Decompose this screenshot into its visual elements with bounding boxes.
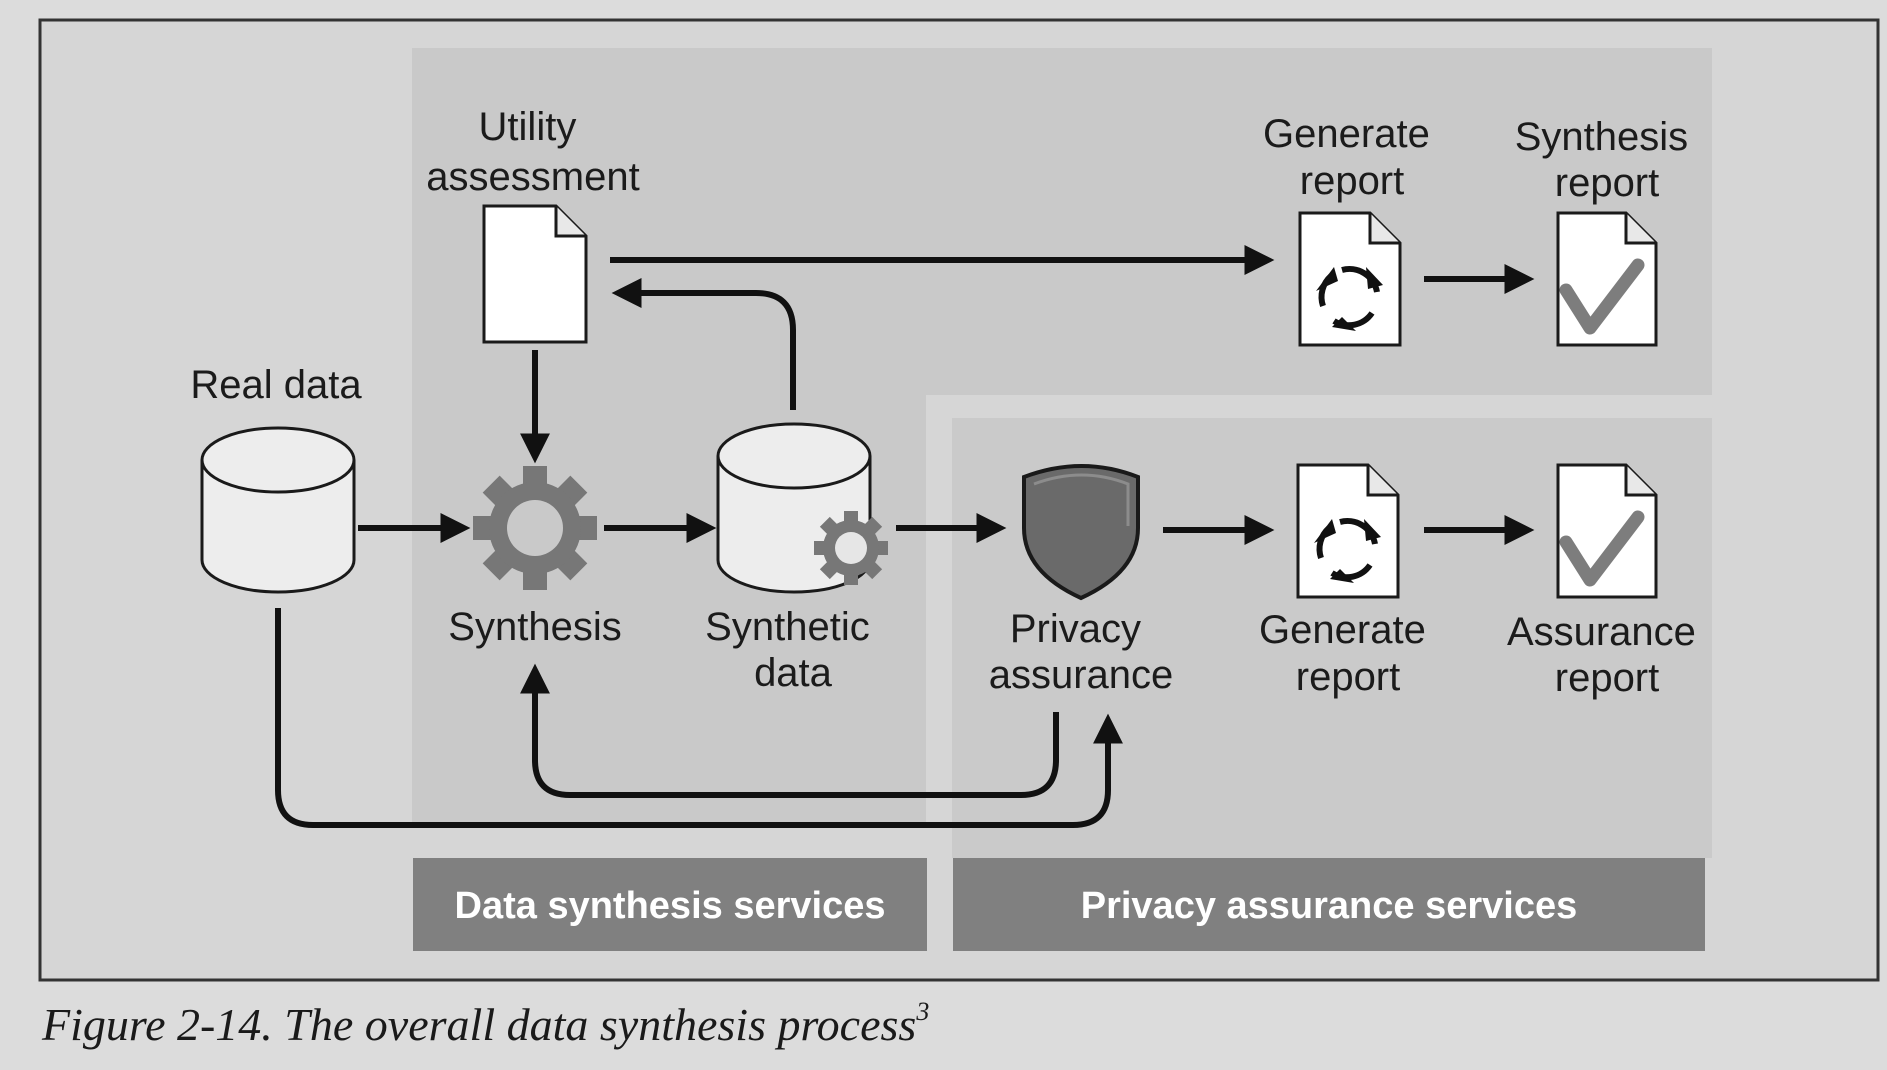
data-synthesis-panel — [412, 48, 1712, 395]
synthesis-label: Synthesis — [448, 605, 621, 649]
generate-report-top-label: Generate report — [1263, 112, 1441, 203]
synthesis-report-label: Synthesis report — [1515, 115, 1700, 205]
checkmark-icon — [1559, 510, 1645, 587]
utility-assessment-label: Utility assessment — [426, 105, 639, 199]
figure-caption: Figure 2-14. The overall data synthesis … — [41, 997, 929, 1050]
synthesis-report-document-icon — [1556, 211, 1658, 347]
figure-caption-superscript: 3 — [915, 997, 929, 1026]
assurance-report-label: Assurance report — [1507, 610, 1707, 700]
generate-report-top-document-icon — [1298, 211, 1402, 347]
generate-report-bottom-document-icon — [1296, 463, 1400, 599]
utility-assessment-document-icon — [482, 204, 588, 344]
synthetic-data-database-icon — [716, 422, 888, 594]
real-data-label: Real data — [190, 363, 362, 407]
real-data-database-icon — [200, 426, 356, 594]
small-gear-icon — [814, 511, 888, 585]
refresh-cycle-icon — [1314, 518, 1381, 583]
privacy-assurance-band — [953, 858, 1705, 951]
privacy-assurance-band-label: Privacy assurance services — [1081, 885, 1578, 927]
assurance-report-document-icon — [1556, 463, 1658, 599]
arrow-synthetic-to-utility — [611, 278, 796, 410]
synthetic-data-label: Synthetic data — [705, 605, 881, 695]
generate-report-bottom-label: Generate report — [1259, 608, 1437, 699]
checkmark-icon — [1559, 258, 1645, 335]
arrow-privacy-feedback-to-synthesis — [520, 663, 1059, 798]
data-synthesis-band-label: Data synthesis services — [455, 885, 886, 927]
refresh-cycle-icon — [1316, 266, 1383, 331]
data-synthesis-band — [413, 858, 927, 951]
privacy-assurance-label: Privacy assurance — [989, 607, 1174, 697]
synthesis-gear-icon — [473, 466, 597, 590]
shield-icon — [1022, 464, 1140, 601]
figure-caption-text: Figure 2-14. The overall data synthesis … — [41, 999, 916, 1050]
flow-arrows — [275, 245, 1535, 828]
arrow-real-to-privacy — [275, 608, 1123, 828]
